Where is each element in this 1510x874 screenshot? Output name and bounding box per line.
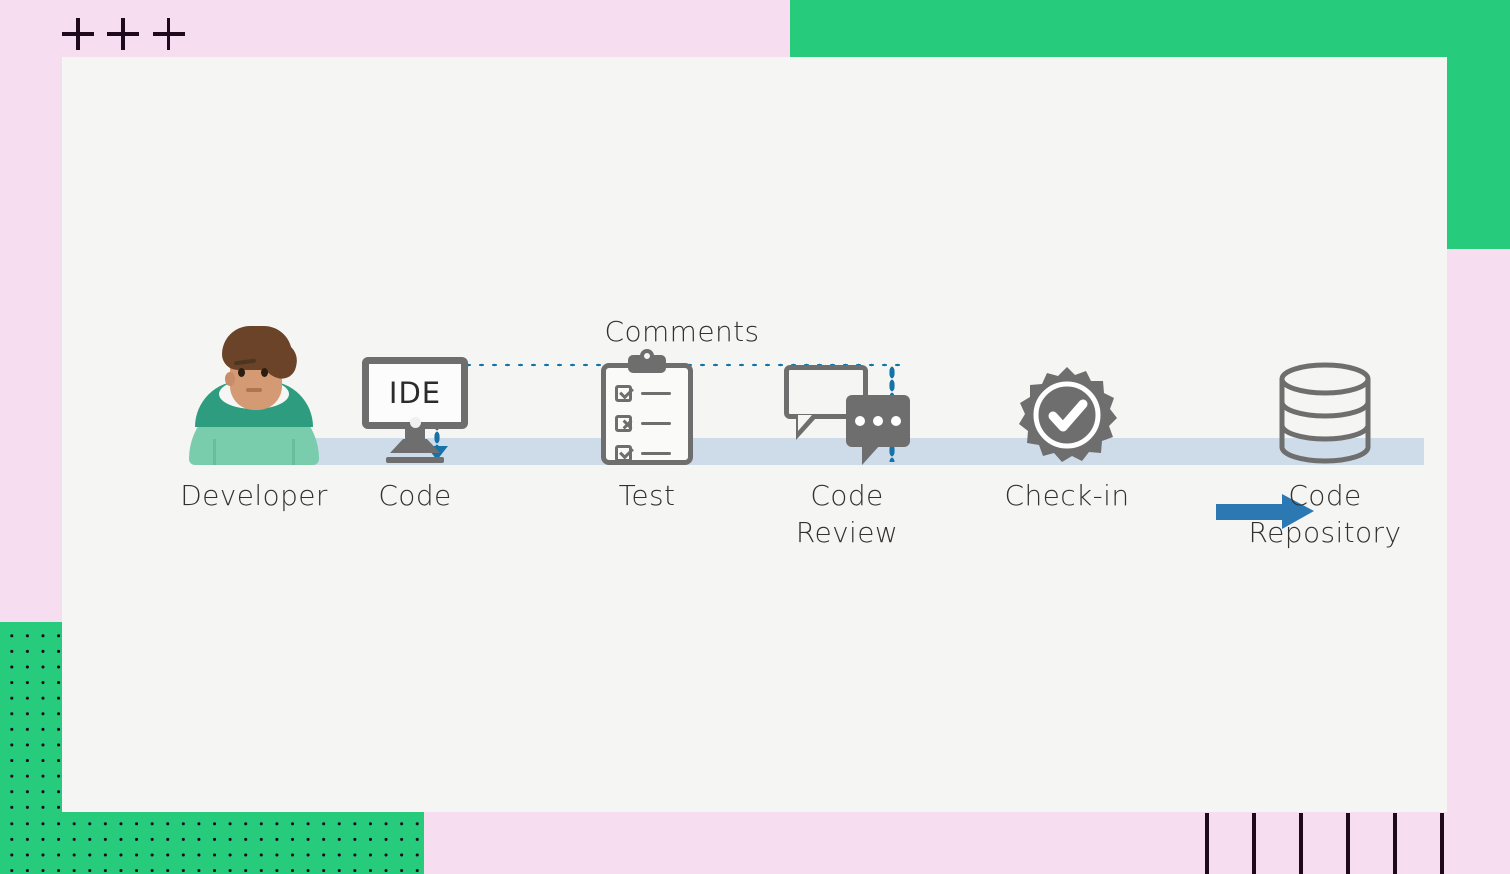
stage-code-review[interactable]: Code Review <box>752 345 942 551</box>
database-cylinder-icon <box>1230 345 1420 465</box>
feedback-loop-label: Comments <box>604 315 760 348</box>
stage-code[interactable]: IDE Code <box>320 345 510 514</box>
decorative-bar-row <box>1205 813 1510 874</box>
person-avatar-icon <box>125 326 383 465</box>
badge-check-icon <box>972 345 1162 465</box>
stage-label-code: Code <box>378 479 452 512</box>
monitor-ide-icon: IDE <box>320 345 510 465</box>
stage-label-check-in: Check-in <box>1004 479 1130 512</box>
decorative-bar <box>1299 813 1303 874</box>
decorative-plus-row <box>62 8 186 60</box>
stage-label-test: Test <box>618 479 676 512</box>
stage-check-in[interactable]: Check-in <box>972 345 1162 514</box>
stage-label-code-review: Code Review <box>795 479 899 549</box>
monitor-screen-text: IDE <box>388 375 442 410</box>
speech-bubbles-icon <box>752 345 942 465</box>
stage-code-repository[interactable]: Code Repository <box>1230 345 1420 551</box>
checkbox-failed-icon <box>615 415 632 432</box>
stage-developer[interactable]: Developer <box>125 326 383 514</box>
decorative-dotted-green-block-bottom <box>0 812 424 874</box>
plus-icon <box>107 18 140 50</box>
plus-icon <box>62 18 95 50</box>
decorative-bar <box>1346 813 1350 874</box>
decorative-bar <box>1440 813 1444 874</box>
diagram-card: Comments Dev <box>62 57 1447 812</box>
stage-label-code-repository: Code Repository <box>1248 479 1402 549</box>
plus-icon <box>152 18 186 50</box>
decorative-bar <box>1205 813 1209 874</box>
decorative-bar <box>1252 813 1256 874</box>
stage-label-developer: Developer <box>180 479 328 512</box>
clipboard-checklist-icon <box>552 345 742 465</box>
checkbox-checked-icon <box>615 445 632 462</box>
flow-arrow-to-repository <box>1216 494 1314 529</box>
stage-test[interactable]: Test <box>552 345 742 514</box>
decorative-bar <box>1393 813 1397 874</box>
checkbox-checked-icon <box>615 385 632 402</box>
